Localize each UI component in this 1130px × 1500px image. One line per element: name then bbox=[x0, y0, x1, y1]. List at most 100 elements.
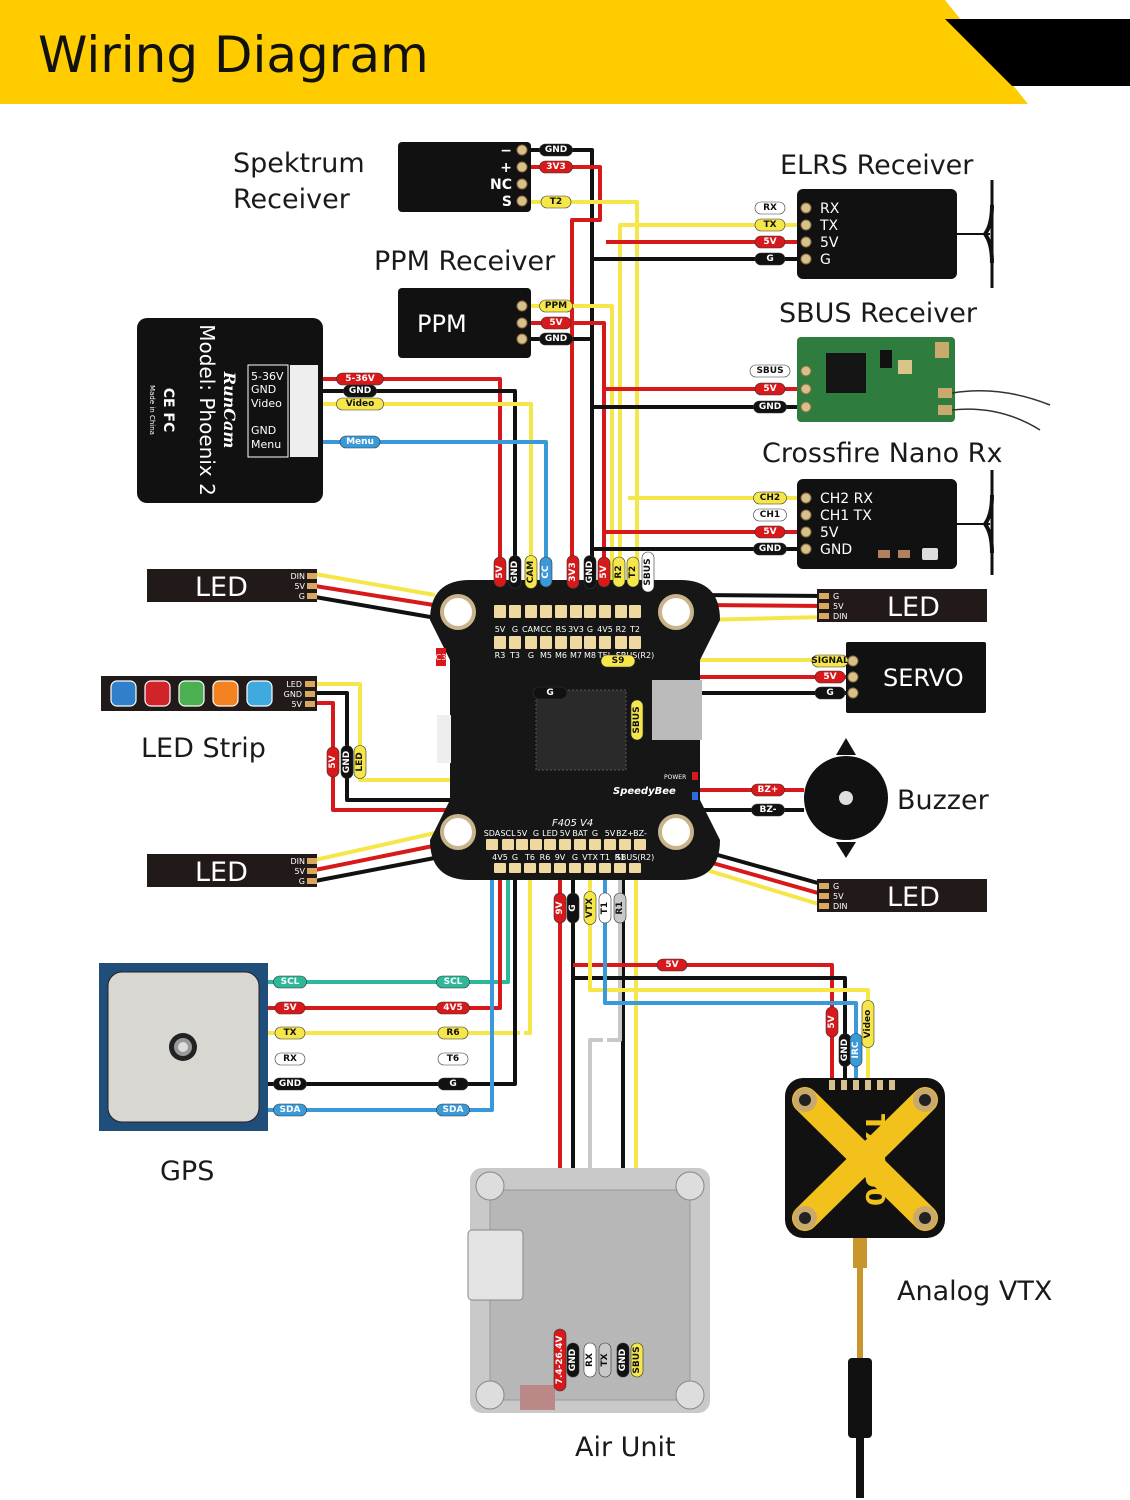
led-pad bbox=[819, 593, 829, 599]
tag-fc-top-gnd: GND bbox=[583, 555, 597, 589]
tag-gps-fc-4v5-text: 4V5 bbox=[443, 1003, 463, 1013]
fc-pad-top2 bbox=[599, 636, 611, 649]
tag-air-3: TX bbox=[598, 1342, 612, 1378]
ppm-body-text: PPM bbox=[417, 310, 467, 338]
elrs-antenna bbox=[957, 180, 994, 288]
camera-model: Model: Phoenix 2 bbox=[195, 324, 219, 496]
led-pin-label: DIN bbox=[833, 902, 848, 911]
tag-gps-fc-4v5-bg bbox=[436, 1001, 470, 1015]
tag-crsf-gnd-text: GND bbox=[759, 544, 781, 554]
tag-crsf-ch2-bg bbox=[753, 491, 787, 505]
strip-led bbox=[110, 680, 137, 707]
fc-pad-top2-label: G bbox=[528, 651, 534, 660]
spektrum-pin bbox=[516, 178, 528, 190]
tag-spektrum-3v3-bg bbox=[539, 160, 573, 174]
air-unit: Air Unit bbox=[467, 1168, 710, 1463]
vtx-pin bbox=[841, 1080, 847, 1090]
fc-pad-bot2-label: VTX bbox=[582, 853, 598, 862]
vtx-antenna-cable bbox=[857, 1268, 863, 1358]
elrs-receiver: ELRS Receiver bbox=[780, 150, 994, 288]
tag-air-1-text: GND bbox=[568, 1349, 578, 1371]
fc-pad-bot2-label: R1 bbox=[615, 853, 626, 862]
servo-pad bbox=[847, 655, 859, 667]
tag-fc-sbus: SBUS bbox=[630, 699, 644, 741]
tag-ppm-gnd-bg bbox=[539, 332, 573, 346]
tag-fc-top-t2-text: T2 bbox=[628, 566, 638, 578]
servo-pad bbox=[847, 671, 859, 683]
tag-gps-tx: TX bbox=[274, 1026, 306, 1040]
fc-pad-bot2 bbox=[584, 863, 596, 873]
strip-led bbox=[178, 680, 205, 707]
buzzer: Buzzer bbox=[804, 738, 990, 858]
elrs-pin-label: G bbox=[820, 252, 831, 268]
tag-spektrum-gnd: GND bbox=[539, 143, 573, 157]
tag-fc-bot-t1: T1 bbox=[598, 892, 612, 924]
tag-fc-top-cam-text: CAM bbox=[526, 561, 536, 584]
vtx-pin bbox=[889, 1080, 895, 1090]
fc-pad-bot2 bbox=[524, 863, 536, 873]
camera-pin-label: GND bbox=[251, 383, 276, 396]
tag-fc-top-sbus-text: SBUS bbox=[643, 558, 653, 585]
fc-pad-bot bbox=[559, 839, 571, 850]
wire-led-bl-din bbox=[314, 831, 436, 862]
tag-vtx-irc-text: IRC bbox=[851, 1041, 861, 1058]
fc-pad-top-label: G bbox=[587, 625, 593, 634]
tag-gps-5v-bg bbox=[274, 1001, 306, 1015]
tag-ppm-5v-text: 5V bbox=[549, 318, 562, 328]
tag-servo-g-text: G bbox=[826, 688, 833, 698]
fc-pad-top2 bbox=[570, 636, 582, 649]
tag-air-2-text: RX bbox=[585, 1353, 595, 1367]
vtx-pin bbox=[829, 1080, 835, 1090]
crossfire-pin-label: 5V bbox=[820, 525, 839, 541]
fc-mount-hole bbox=[440, 814, 476, 850]
tag-elrs-5v-text: 5V bbox=[763, 237, 776, 247]
tag-vtx-irc-bg bbox=[849, 1033, 863, 1067]
led-pad bbox=[307, 583, 317, 589]
led-pad bbox=[819, 883, 829, 889]
tag-servo-g: G bbox=[814, 686, 846, 700]
tag-crsf-ch1-text: CH1 bbox=[760, 510, 780, 520]
tag-fc-top-5v-bg bbox=[493, 556, 507, 588]
sbus-pad bbox=[800, 365, 812, 377]
tag-vtx-irc: IRC bbox=[849, 1033, 863, 1067]
fc-pad-bot-label: LED bbox=[542, 829, 558, 838]
fc-chip-label: C3 bbox=[436, 653, 447, 662]
fc-pad-top bbox=[540, 605, 552, 618]
fc-pad-bot2 bbox=[539, 863, 551, 873]
tag-cam-gnd-text: GND bbox=[349, 386, 371, 396]
tag-crsf-5v-bg bbox=[754, 525, 786, 539]
wire-led-br-din bbox=[689, 863, 826, 908]
fc-pad-bot2-label: G bbox=[512, 853, 518, 862]
led-pad bbox=[307, 573, 317, 579]
led-pad bbox=[819, 613, 829, 619]
tag-gps-fc-t6-bg bbox=[437, 1052, 469, 1066]
tag-crsf-gnd-bg bbox=[753, 542, 787, 556]
tag-fc-top-5v: 5V bbox=[493, 556, 507, 588]
tag-air-4-bg bbox=[616, 1342, 630, 1378]
wire-elrs-tx bbox=[618, 223, 808, 580]
fc-pad-bot2-label: T1 bbox=[599, 853, 610, 862]
fc-usb-port bbox=[652, 680, 702, 740]
wire-led-tl-din bbox=[314, 572, 436, 597]
tag-fc-top-cc: CC bbox=[539, 556, 553, 588]
elrs-body bbox=[797, 189, 957, 279]
tag-fc-top-5v-text: 5V bbox=[495, 565, 505, 578]
tag-fc-top-cc-bg bbox=[539, 556, 553, 588]
tag-air-0-bg bbox=[553, 1328, 567, 1392]
led-pin-label: 5V bbox=[833, 892, 844, 901]
tag-buzzer-plus-text: BZ+ bbox=[758, 785, 779, 795]
tag-fc-top-t2: T2 bbox=[626, 556, 640, 588]
fc-pad-top2 bbox=[509, 636, 521, 649]
fc-pad-bot2 bbox=[629, 863, 641, 873]
sbus-chip bbox=[826, 353, 866, 393]
tag-gps-gnd: GND bbox=[273, 1077, 307, 1091]
tag-fc-g-text: G bbox=[546, 688, 553, 698]
fc-pad-top bbox=[494, 605, 506, 618]
ppm-pad bbox=[516, 300, 528, 312]
led-pad bbox=[307, 868, 317, 874]
fc-pad-top-label: 4V5 bbox=[597, 625, 613, 634]
tag-gps-scl-bg bbox=[273, 975, 307, 989]
